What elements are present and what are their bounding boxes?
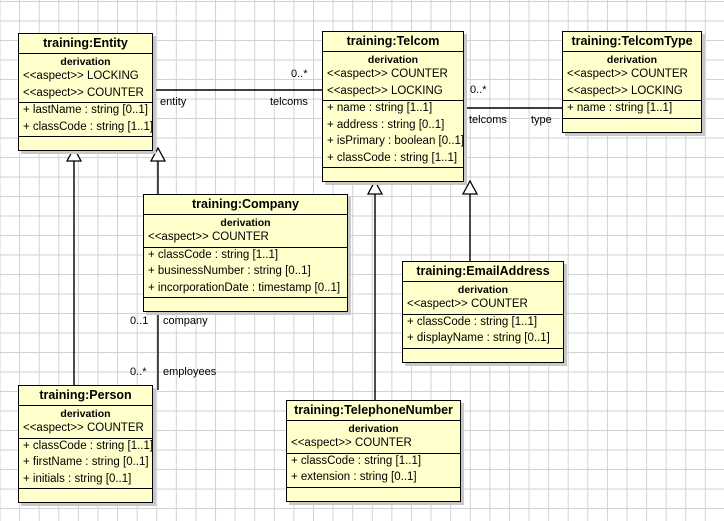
class-aspects-company: <<aspect>> COUNTER: [144, 230, 347, 248]
class-operations-person: [19, 489, 152, 502]
class-attribute: + classCode : string [1..1]: [23, 120, 154, 133]
class-derivation-company: derivation: [220, 216, 271, 229]
edge-label-type-multiplicity: 0..*: [470, 84, 487, 96]
class-aspect: <<aspect>> COUNTER: [148, 231, 269, 243]
class-aspect: <<aspect>> COUNTER: [23, 86, 144, 99]
class-name-telephonenumber: training:TelephoneNumber: [287, 401, 460, 421]
uml-class-emailaddress[interactable]: training:EmailAddress derivation <<aspec…: [402, 261, 564, 363]
class-attribute: + classCode : string [1..1]: [327, 151, 458, 164]
class-aspect: <<aspect>> COUNTER: [23, 422, 144, 434]
class-operations-entity: [19, 137, 152, 150]
class-operations-company: [144, 298, 347, 311]
class-aspects-entity: <<aspect>> LOCKING <<aspect>> COUNTER: [19, 69, 152, 103]
class-attribute: + classCode : string [1..1]: [148, 248, 279, 261]
class-derivation-telcom: derivation: [367, 53, 419, 66]
edge-label-employees-role: employees: [163, 366, 217, 378]
class-attribute: + incorporationDate : timestamp [0..1]: [148, 281, 341, 294]
class-attribute: + lastName : string [0..1]: [23, 104, 148, 116]
class-attribute: + isPrimary : boolean [0..1]: [327, 135, 465, 147]
class-attribute: + classCode : string [1..1]: [291, 454, 422, 467]
class-attribute: + name : string [1..1]: [327, 102, 433, 114]
class-aspect: <<aspect>> LOCKING: [327, 84, 443, 97]
class-aspect: <<aspect>> COUNTER: [291, 437, 412, 449]
class-attribute: + classCode : string [1..1]: [23, 439, 154, 452]
uml-class-person[interactable]: training:Person derivation <<aspect>> CO…: [18, 385, 153, 503]
uml-class-telcom[interactable]: training:Telcom derivation <<aspect>> CO…: [322, 31, 464, 182]
class-aspects-telephonenumber: <<aspect>> COUNTER: [287, 436, 460, 454]
edge-label-employees-multiplicity: 0..*: [130, 366, 147, 378]
class-aspects-emailaddress: <<aspect>> COUNTER: [403, 297, 563, 315]
class-attribute: + initials : string [0..1]: [23, 472, 132, 485]
gen-triangle-person-entity: [65, 146, 83, 162]
class-attribute: + extension : string [0..1]: [291, 471, 417, 483]
class-aspect: <<aspect>> COUNTER: [567, 68, 688, 80]
uml-class-entity[interactable]: training:Entity derivation <<aspect>> LO…: [18, 33, 153, 151]
gen-triangle-emailaddress-telcom: [461, 179, 479, 195]
gen-triangle-telephonenumber-telcom: [366, 179, 384, 195]
class-name-telcomtype: training:TelcomType: [563, 32, 701, 52]
class-aspect: <<aspect>> LOCKING: [23, 70, 139, 82]
class-operations-telephonenumber: [287, 488, 460, 501]
gen-triangle-company-entity: [149, 146, 167, 162]
class-derivation-person: derivation: [60, 407, 111, 420]
class-aspects-telcomtype: <<aspect>> COUNTER <<aspect>> LOCKING: [563, 67, 701, 101]
edge-label-type-role: type: [531, 114, 552, 126]
class-derivation-telcomtype: derivation: [606, 53, 658, 66]
class-aspect: <<aspect>> LOCKING: [567, 84, 683, 97]
class-aspects-telcom: <<aspect>> COUNTER <<aspect>> LOCKING: [323, 67, 463, 101]
class-attribute: + name : string [1..1]: [567, 102, 673, 114]
class-attribute: + displayName : string [0..1]: [407, 332, 550, 344]
edge-label-telcoms-role: telcoms: [270, 96, 308, 108]
class-derivation-emailaddress: derivation: [457, 283, 509, 296]
class-operations-telcomtype: [563, 119, 701, 132]
class-operations-telcom: [323, 168, 463, 181]
class-name-emailaddress: training:EmailAddress: [403, 262, 563, 282]
class-attributes-telcomtype: + name : string [1..1]: [563, 101, 701, 119]
uml-class-telcomtype[interactable]: training:TelcomType derivation <<aspect>…: [562, 31, 702, 133]
class-attribute: + businessNumber : string [0..1]: [148, 265, 311, 277]
uml-class-telephonenumber[interactable]: training:TelephoneNumber derivation <<as…: [286, 400, 461, 502]
class-name-telcom: training:Telcom: [323, 32, 463, 52]
class-attributes-person: + classCode : string [1..1] + firstName …: [19, 439, 154, 489]
class-name-entity: training:Entity: [19, 34, 152, 54]
edge-label-telcoms-multiplicity: 0..*: [291, 68, 308, 80]
edge-label-telcoms-role-2: telcoms: [469, 114, 507, 126]
uml-class-company[interactable]: training:Company derivation <<aspect>> C…: [143, 194, 348, 312]
class-aspects-person: <<aspect>> COUNTER: [19, 421, 152, 439]
class-attributes-company: + classCode : string [1..1] + businessNu…: [144, 248, 347, 298]
class-attributes-telcom: + name : string [1..1] + address : strin…: [323, 101, 465, 168]
class-operations-emailaddress: [403, 349, 563, 362]
class-derivation-entity: derivation: [60, 55, 111, 68]
class-name-person: training:Person: [19, 386, 152, 406]
edge-label-company-role: company: [163, 315, 208, 327]
class-attribute: + classCode : string [1..1]: [407, 315, 538, 328]
class-attributes-emailaddress: + classCode : string [1..1] + displayNam…: [403, 315, 563, 349]
class-aspect: <<aspect>> COUNTER: [327, 68, 448, 80]
class-attributes-entity: + lastName : string [0..1] + classCode :…: [19, 103, 154, 137]
edge-label-company-multiplicity: 0..1: [130, 315, 149, 327]
edge-label-entity-role: entity: [160, 96, 187, 108]
class-attributes-telephonenumber: + classCode : string [1..1] + extension …: [287, 454, 460, 488]
class-attribute: + firstName : string [0..1]: [23, 456, 149, 468]
class-attribute: + address : string [0..1]: [327, 118, 445, 131]
class-derivation-telephonenumber: derivation: [348, 422, 399, 435]
class-name-company: training:Company: [144, 195, 347, 215]
class-aspect: <<aspect>> COUNTER: [407, 298, 528, 310]
